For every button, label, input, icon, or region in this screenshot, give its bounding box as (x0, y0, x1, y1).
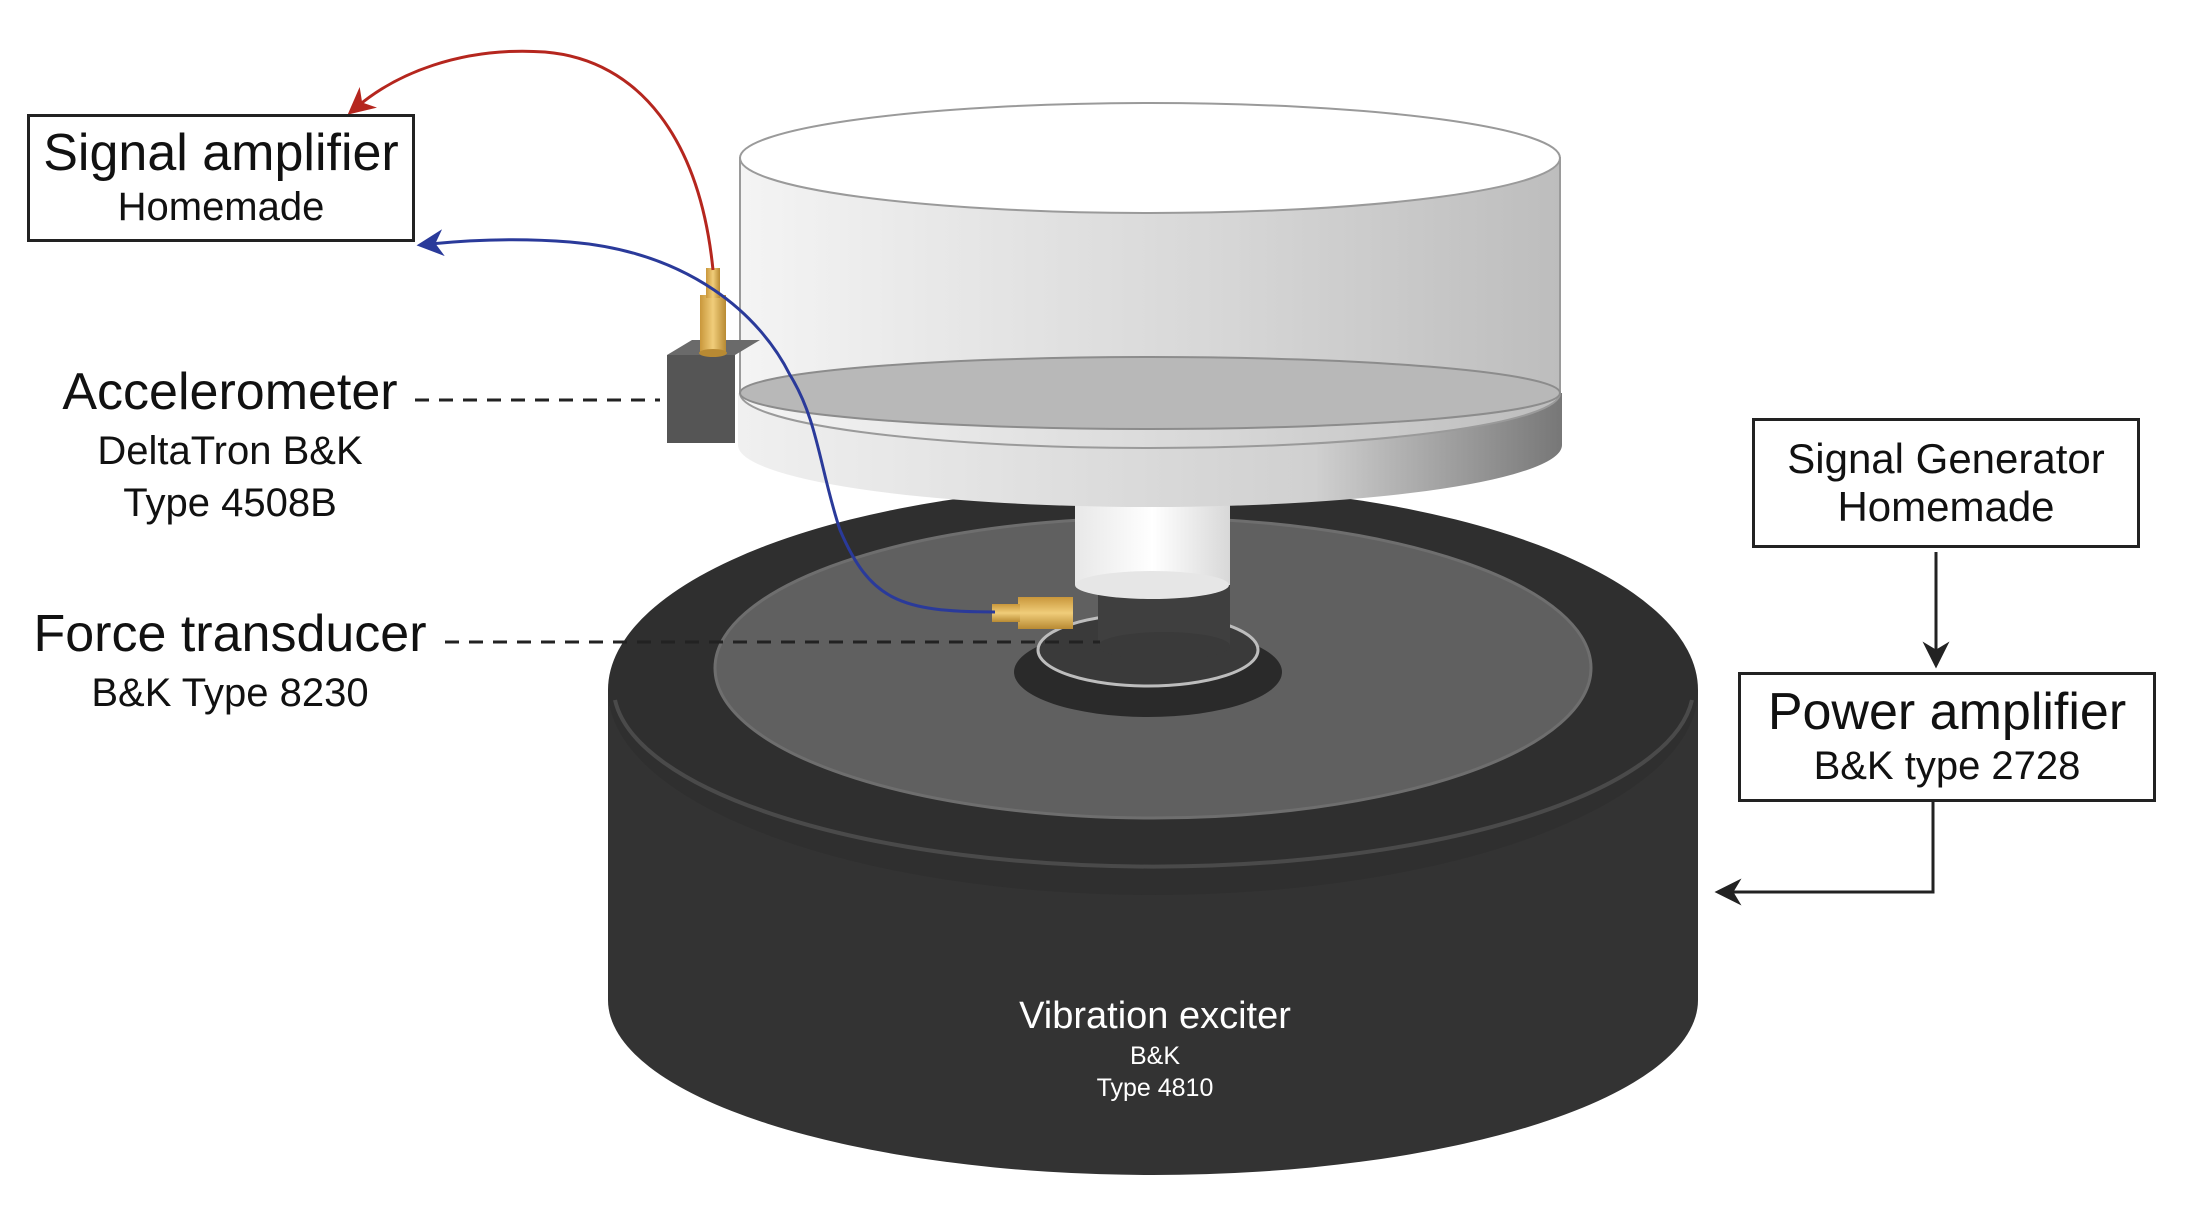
accelerometer-label: Accelerometer DeltaTron B&K Type 4508B (20, 363, 440, 527)
signal-amplifier-subtitle: Homemade (117, 184, 325, 229)
platform-post-bottom (1075, 571, 1229, 599)
accelerometer-sensor (700, 295, 726, 353)
force-cable-blue (416, 229, 996, 614)
power-amplifier-title: Power amplifier (1767, 683, 2127, 742)
transducer-bottom (1098, 632, 1230, 660)
signal-amplifier-box: Signal amplifier Homemade (27, 114, 415, 242)
power-amplifier-subtitle: B&K type 2728 (1813, 743, 2081, 788)
accelerometer-mount-block (667, 355, 735, 443)
force-connector-tip (992, 604, 1020, 622)
vibration-exciter-maker: B&K (1130, 1042, 1180, 1070)
force-transducer-title: Force transducer (33, 605, 427, 663)
power-amplifier-box: Power amplifier B&K type 2728 (1738, 672, 2156, 802)
signal-generator-subtitle: Homemade (1837, 483, 2055, 530)
signal-generator-box: Signal Generator Homemade (1752, 418, 2140, 548)
accelerometer-model: DeltaTron B&K (97, 429, 363, 474)
force-transducer-connector (992, 597, 1073, 629)
sample-container (738, 102, 1562, 599)
force-transducer-label: Force transducer B&K Type 8230 (10, 605, 450, 717)
container-floor (739, 356, 1561, 430)
accelerometer-title: Accelerometer (62, 363, 398, 421)
exciter-top-groove (613, 699, 1694, 869)
container-top-opening (739, 102, 1561, 214)
accelerometer-sensor-base (699, 349, 727, 357)
force-connector-body (1018, 597, 1073, 629)
signal-generator-title: Signal Generator (1787, 434, 2105, 482)
force-transducer-type: B&K Type 8230 (91, 671, 369, 716)
accelerometer-cable-red (347, 49, 715, 271)
accelerometer-type: Type 4508B (123, 481, 337, 526)
vibration-exciter-type: Type 4810 (1097, 1074, 1214, 1102)
vibration-exciter-title: Vibration exciter (1019, 995, 1291, 1037)
power-to-exciter-arrow (1714, 800, 1935, 906)
signal-amplifier-title: Signal amplifier (43, 124, 399, 183)
